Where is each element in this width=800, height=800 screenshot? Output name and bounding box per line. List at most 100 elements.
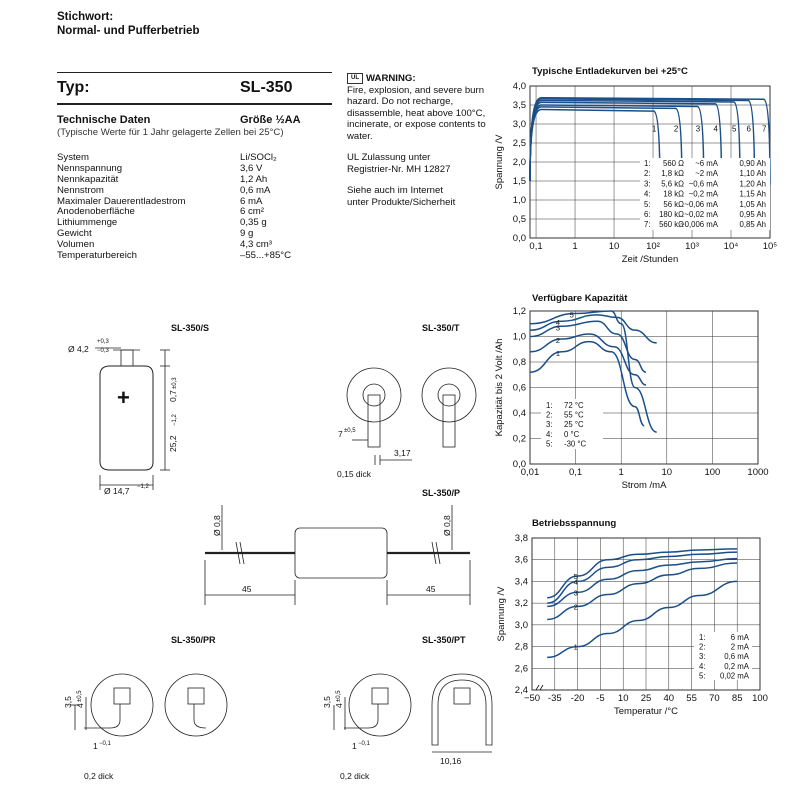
type-value: SL-350 <box>240 79 293 96</box>
curve-label: 4 <box>713 125 718 134</box>
x-tick-label: 25 <box>641 693 652 704</box>
x-tick-label: −50 <box>524 693 540 704</box>
legend-current: 2 mA <box>731 643 750 652</box>
legend-current: ~6 mA <box>695 159 719 168</box>
t-thickness: 0,15 dick <box>337 469 372 479</box>
spec-value: 6 cm² <box>240 206 264 218</box>
y-tick-label: 3,2 <box>515 598 528 609</box>
x-tick-label: 0,1 <box>569 467 582 478</box>
y-tick-label: 4,0 <box>513 81 526 92</box>
s-cap-tol: ±0,3 <box>172 377 178 389</box>
voltage-curve-3 <box>547 557 738 608</box>
legend-index: 2: <box>644 169 651 178</box>
chart3-title: Betriebsspannung <box>532 518 617 529</box>
legend-index: 5: <box>644 200 651 209</box>
x-tick-label: 70 <box>709 693 720 704</box>
x-tick-label: 10⁵ <box>763 241 778 252</box>
legend-index: 3: <box>546 420 553 429</box>
legend-index: 4: <box>699 662 706 671</box>
spec-value: 6 mA <box>240 195 263 207</box>
curve-label: 2 <box>556 336 560 345</box>
pt-pitch: 10,16 <box>440 756 462 766</box>
legend-capacity: 0,90 Ah <box>740 159 766 168</box>
curve-label: 4 <box>556 318 560 327</box>
plus-terminal-symbol: + <box>117 385 130 410</box>
y-tick-label: 3,5 <box>513 100 526 111</box>
legend-capacity: 1,10 Ah <box>740 169 766 178</box>
legend-resistance: 560 Ω <box>663 159 684 168</box>
internet-line1: Siehe auch im Internet <box>347 185 443 197</box>
x-tick-label: -35 <box>548 693 562 704</box>
legend-current: 6 mA <box>731 633 750 642</box>
x-tick-label: 10³ <box>685 241 699 252</box>
drawing-t-title: SL-350/T <box>422 323 460 333</box>
pr-h2-tol: ±0,5 <box>77 690 83 702</box>
x-tick-label: 10² <box>646 241 660 252</box>
pr-pin: 1 <box>93 741 98 751</box>
legend-resistance: 5,6 kΩ <box>661 179 684 188</box>
y-tick-label: 1,0 <box>513 195 526 206</box>
tech-note: (Typische Werte für 1 Jahr gelagerte Zel… <box>57 127 284 138</box>
legend-current: 0,6 mA <box>724 652 749 661</box>
spec-value: 0,35 g <box>240 217 267 229</box>
voltage-curve-5 <box>547 548 738 599</box>
p-length-right: 45 <box>426 584 436 594</box>
voltage-curve-4 <box>547 551 738 604</box>
s-pin-tol-bot: −0,3 <box>97 348 110 354</box>
capacity-curve-3 <box>529 320 647 373</box>
x-tick-label: 10 <box>618 693 629 704</box>
y-tick-label: 0,0 <box>513 233 526 244</box>
legend-capacity: 0,95 Ah <box>740 210 766 219</box>
y-tick-label: 2,0 <box>513 157 526 168</box>
x-axis-label: Zeit /Stunden <box>622 254 679 265</box>
y-tick-label: 0,5 <box>513 214 526 225</box>
y-tick-label: 0,2 <box>513 434 526 445</box>
spec-value: 4,3 cm³ <box>240 239 272 251</box>
s-height: 25,2 <box>168 435 178 452</box>
curve-label: 7 <box>762 125 767 134</box>
spec-value: 3,6 V <box>240 162 263 174</box>
pt-h2: 4 <box>334 703 344 708</box>
curve-label: 2 <box>574 602 578 611</box>
legend-capacity: 1,15 Ah <box>740 190 766 199</box>
y-tick-label: 2,6 <box>515 663 528 674</box>
legend-resistance: 1,8 kΩ <box>661 169 684 178</box>
spec-key: Lithiummenge <box>57 217 118 229</box>
curve-label: 2 <box>674 125 679 134</box>
legend-current: ~0,02 mA <box>684 210 718 219</box>
x-tick-label: 1 <box>572 241 577 252</box>
y-tick-label: 3,8 <box>515 533 528 544</box>
spec-key: Anodenoberfläche <box>57 206 135 218</box>
legend-temp: 55 °C <box>564 411 584 420</box>
curve-label: 5 <box>574 572 578 581</box>
spec-value: 9 g <box>240 228 254 240</box>
legend-current: ~0,006 mA <box>680 220 719 229</box>
y-tick-label: 3,0 <box>515 620 528 631</box>
y-tick-label: 1,2 <box>513 306 526 317</box>
chart2-title: Verfügbare Kapazität <box>532 293 628 304</box>
chart1-title: Typische Entladekurven bei +25°C <box>532 66 688 77</box>
legend-temp: 72 °C <box>564 401 584 410</box>
pt-h1: 3,5 <box>322 696 332 708</box>
legend-current: 0,2 mA <box>724 662 749 671</box>
spec-key: Temperaturbereich <box>57 250 137 262</box>
x-tick-label: 1 <box>619 467 624 478</box>
internet-note: Siehe auch im Internet unter Produkte/Si… <box>347 185 487 208</box>
top-rule <box>57 72 332 73</box>
axis-break-mark <box>535 684 544 691</box>
legend-index: 2: <box>546 411 553 420</box>
stichwort-label: Stichwort: <box>57 11 114 23</box>
spec-key: Nennkapazität <box>57 173 119 185</box>
legend-index: 5: <box>699 671 706 680</box>
x-tick-label: 10 <box>662 467 673 478</box>
legend-capacity: 1,05 Ah <box>740 200 766 209</box>
y-axis-label: Spannung /V <box>496 586 507 642</box>
curve-label: 1 <box>556 349 560 358</box>
s-pin-diameter: Ø 4,2 <box>68 344 89 354</box>
internet-line2: unter Produkte/Sicherheit <box>347 196 456 208</box>
legend-index: 1: <box>546 401 553 410</box>
legend-capacity: 1,20 Ah <box>740 179 766 188</box>
